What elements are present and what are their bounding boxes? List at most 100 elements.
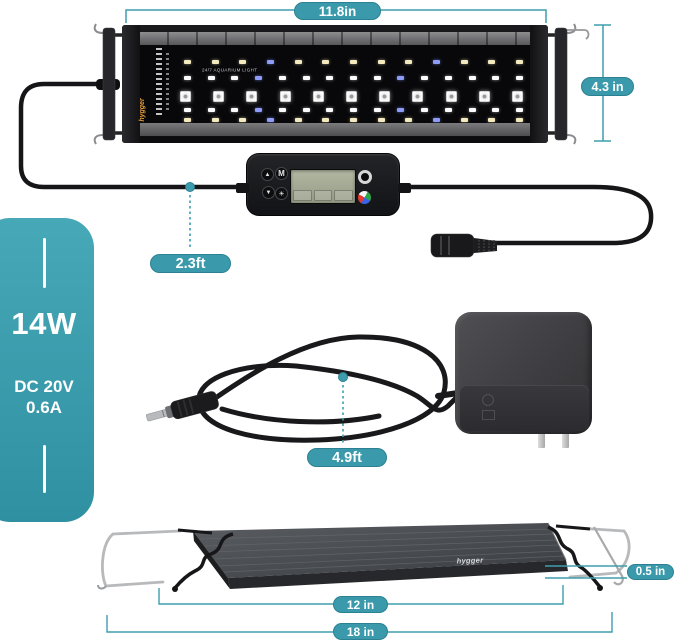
- brand-logo-bottom: hygger: [456, 555, 484, 566]
- led: [350, 108, 357, 112]
- led: [488, 118, 496, 122]
- led: [255, 108, 263, 112]
- light-icon[interactable]: ☀: [275, 187, 288, 200]
- bottom-light-body: [193, 522, 568, 589]
- thickness-leader: [545, 565, 627, 579]
- fixture-bottom-rail: [140, 123, 530, 136]
- led: [211, 60, 219, 64]
- fixture-print-text: 24/7 AQUARIUM LIGHT: [202, 68, 258, 74]
- rgb-led: [478, 91, 490, 102]
- fixture-top-rail: [140, 32, 530, 45]
- cable1-marker-dot: [185, 182, 195, 192]
- bottom-right-wire-bracket: [560, 525, 631, 586]
- led: [421, 108, 429, 112]
- led: [302, 76, 310, 80]
- body-width-label: 12 in: [333, 596, 388, 613]
- adapter-cable-coil: [196, 334, 461, 443]
- led: [239, 118, 247, 122]
- fixture-end-cap-left: [122, 25, 140, 143]
- rgb-led: [180, 91, 191, 102]
- extended-width-label: 18 in: [333, 623, 388, 640]
- right-mount-bracket: [544, 23, 590, 145]
- dc-plug: [146, 391, 219, 422]
- certification-mark: [482, 394, 494, 406]
- adapter-lower-shell: [460, 385, 589, 431]
- led: [278, 108, 286, 112]
- led: [326, 76, 334, 80]
- led: [267, 118, 274, 122]
- bottom-left-arm: [172, 528, 234, 592]
- led: [184, 76, 191, 80]
- led: [239, 60, 247, 64]
- controller-lcd-screen: [290, 169, 356, 204]
- power-spec-line1: DC 20V: [14, 377, 74, 396]
- controller-cable-length-label: 2.3ft: [150, 254, 231, 273]
- led: [377, 60, 385, 64]
- mode-button[interactable]: M: [275, 167, 288, 180]
- rgb-led: [412, 91, 424, 102]
- led: [444, 76, 452, 80]
- rgb-led: [346, 91, 357, 102]
- fixture-end-cap-right: [530, 25, 548, 143]
- lcd-segment: [293, 190, 312, 201]
- led: [294, 60, 302, 64]
- led-light-fixture: 24/7 AQUARIUM LIGHT hygger: [122, 25, 548, 143]
- led: [516, 108, 523, 112]
- led: [322, 60, 330, 64]
- led: [460, 118, 468, 122]
- controller-cable-stub-left: [236, 183, 249, 193]
- power-spec-line2: 0.6A: [26, 398, 62, 417]
- led: [397, 76, 405, 80]
- rgb-led: [279, 91, 291, 102]
- led: [294, 118, 302, 122]
- led: [184, 118, 191, 122]
- certification-mark: [482, 410, 495, 420]
- led-controller: ▲ M ▼ ☀: [236, 153, 411, 216]
- led: [492, 108, 500, 112]
- led: [421, 76, 429, 80]
- led-panel: 24/7 AQUARIUM LIGHT: [140, 45, 530, 123]
- rgb-led: [379, 91, 391, 102]
- rgb-led: [512, 91, 523, 102]
- rgb-led: [246, 91, 258, 102]
- led: [433, 60, 440, 64]
- rgb-color-wheel-icon[interactable]: [357, 190, 372, 205]
- up-button[interactable]: ▲: [261, 168, 274, 181]
- lcd-segment-row: [293, 190, 354, 201]
- led: [278, 76, 286, 80]
- power-icon[interactable]: [358, 170, 372, 184]
- rgb-led: [213, 91, 225, 102]
- led: [468, 76, 476, 80]
- fixture-width-label: 11.8in: [294, 2, 381, 20]
- led: [373, 76, 381, 80]
- led: [433, 118, 440, 122]
- panel-divider-bottom: [43, 445, 46, 493]
- led: [444, 108, 452, 112]
- controller-cable-out: [393, 184, 654, 246]
- cable2-marker-dot: [338, 372, 348, 382]
- led: [488, 60, 496, 64]
- lcd-segment: [334, 190, 354, 201]
- led: [322, 118, 330, 122]
- fixture-height-label: 4.3 in: [581, 77, 634, 96]
- led: [350, 76, 357, 80]
- led: [468, 108, 476, 112]
- led: [377, 118, 385, 122]
- led: [255, 76, 263, 80]
- led: [211, 118, 219, 122]
- led: [207, 108, 215, 112]
- led: [302, 108, 310, 112]
- spec-print-strip-2: [166, 53, 169, 111]
- controller-cable-stub-right: [398, 183, 411, 193]
- led: [516, 118, 523, 122]
- rgb-led: [312, 91, 324, 102]
- adapter-prong: [562, 421, 569, 448]
- led: [397, 108, 405, 112]
- led: [184, 108, 191, 112]
- down-button[interactable]: ▼: [262, 186, 275, 199]
- led: [231, 108, 239, 112]
- adapter-prong: [538, 421, 545, 448]
- spec-print-strip: [156, 48, 162, 118]
